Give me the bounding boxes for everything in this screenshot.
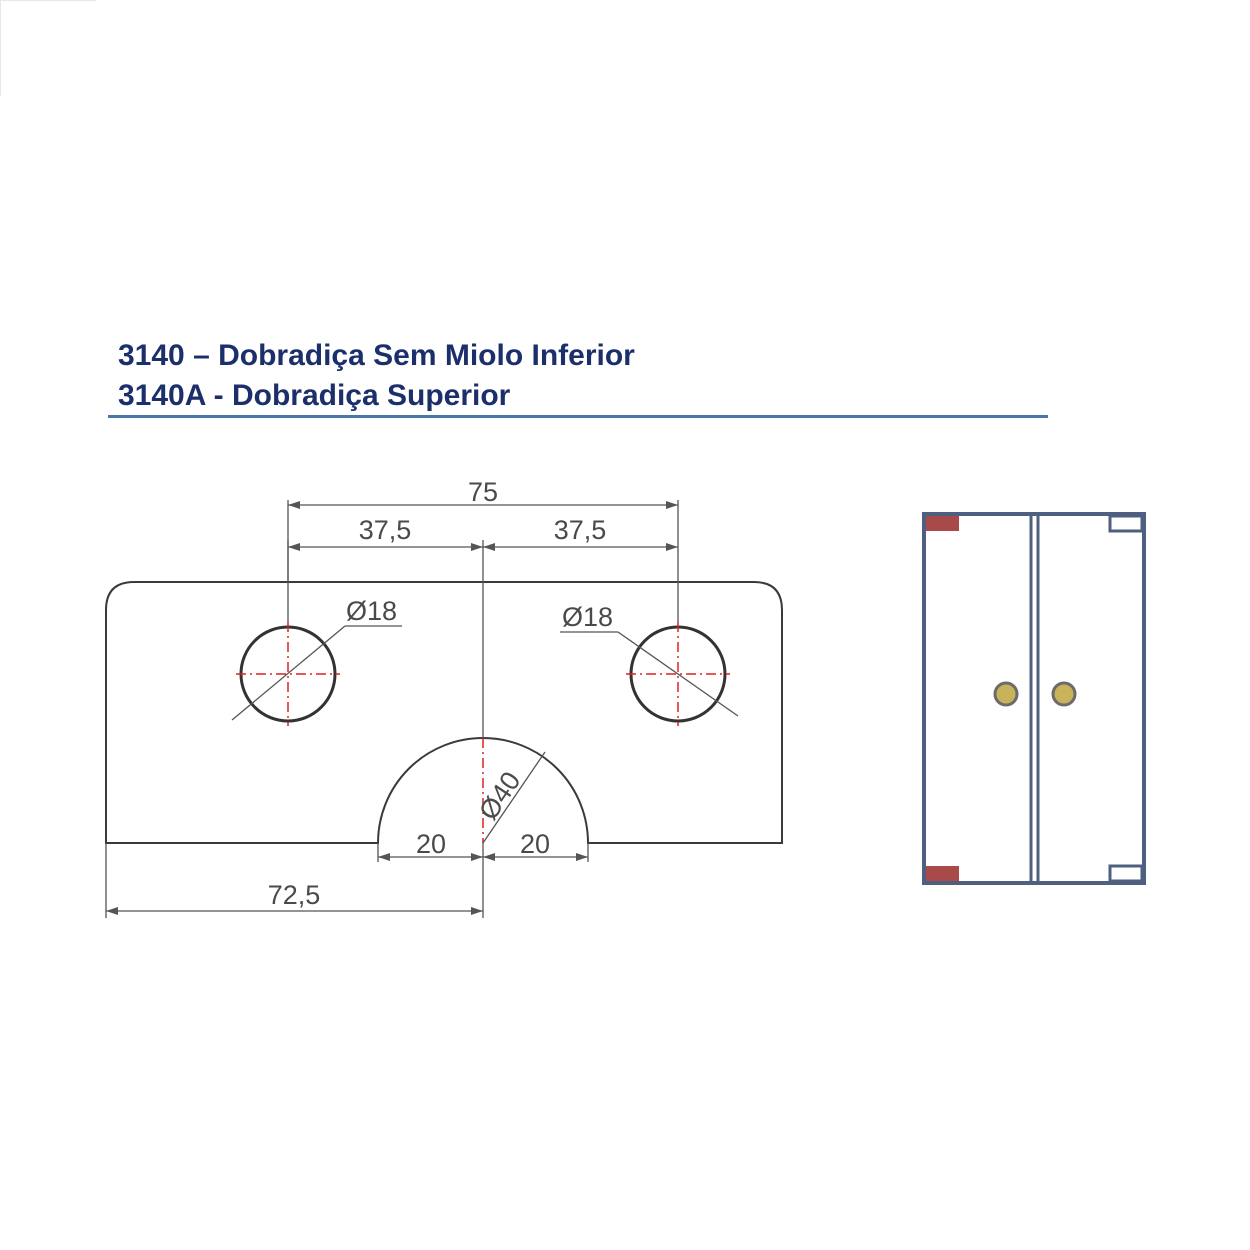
dim-label-37-5-right: 37,5 (554, 515, 607, 545)
arrow-72-right (471, 907, 483, 915)
title-block: 3140 – Dobradiça Sem Miolo Inferior 3140… (118, 336, 1048, 416)
dim-label-right-hole: Ø18 (562, 602, 613, 632)
arrow-20-right-a (483, 853, 495, 861)
title-line-2: 3140A - Dobradiça Superior (118, 379, 511, 412)
arrow-37-left-a (288, 543, 300, 551)
plate-outline (105, 581, 783, 844)
knob-icon-right (1051, 681, 1077, 707)
leader-right-hole (617, 631, 739, 717)
arrow-20-left-a (378, 853, 390, 861)
centerlines (236, 622, 730, 843)
dim-label-75: 75 (468, 477, 498, 507)
dim-label-20-right: 20 (520, 829, 550, 859)
arrow-37-right-b (666, 543, 678, 551)
cabinet-frame (922, 512, 1146, 885)
hinge-marker-bottom-left (926, 866, 959, 881)
dim-label-37-5-left: 37,5 (359, 515, 412, 545)
arrow-20-left-b (471, 853, 483, 861)
leader-cutout (482, 751, 546, 844)
hinge-marker-bottom-right (1108, 864, 1144, 883)
dim-label-20-left: 20 (416, 829, 446, 859)
dim-label-left-hole: Ø18 (346, 596, 397, 626)
arrow-37-left-b (471, 543, 483, 551)
hinge-marker-top-right (1108, 514, 1144, 533)
dim-label-72-5: 72,5 (268, 880, 321, 910)
arrow-75-left (288, 501, 300, 509)
double-door-icon (922, 512, 1146, 885)
arrow-20-right-b (576, 853, 588, 861)
arrow-72-left (106, 907, 118, 915)
corner-mark-top-left (0, 0, 96, 1)
knob-icon-left (993, 681, 1019, 707)
dimension-lines (105, 500, 739, 918)
leader-left-hole (231, 625, 346, 721)
dim-label-cutout: Ø40 (473, 766, 526, 825)
arrow-75-right (666, 501, 678, 509)
arrowheads (106, 501, 678, 915)
corner-mark-top-left-vertical (0, 0, 1, 96)
title-line-1: 3140 – Dobradiça Sem Miolo Inferior (118, 339, 635, 372)
hinge-marker-top-left (926, 516, 959, 531)
title-underline (108, 415, 1048, 418)
arrow-37-right-a (483, 543, 495, 551)
